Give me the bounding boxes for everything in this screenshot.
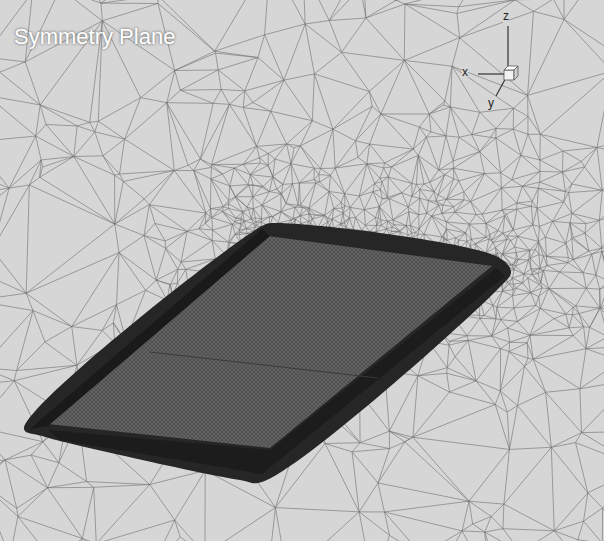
wing-surface-mesh bbox=[48, 236, 492, 448]
axis-label: y bbox=[488, 96, 494, 110]
plane-label: Symmetry Plane bbox=[14, 24, 175, 50]
wing bbox=[24, 223, 511, 483]
axis-triad bbox=[478, 26, 508, 96]
axis-cube bbox=[504, 66, 518, 80]
axis-label: z bbox=[503, 9, 509, 23]
axis-label: x bbox=[462, 65, 468, 79]
